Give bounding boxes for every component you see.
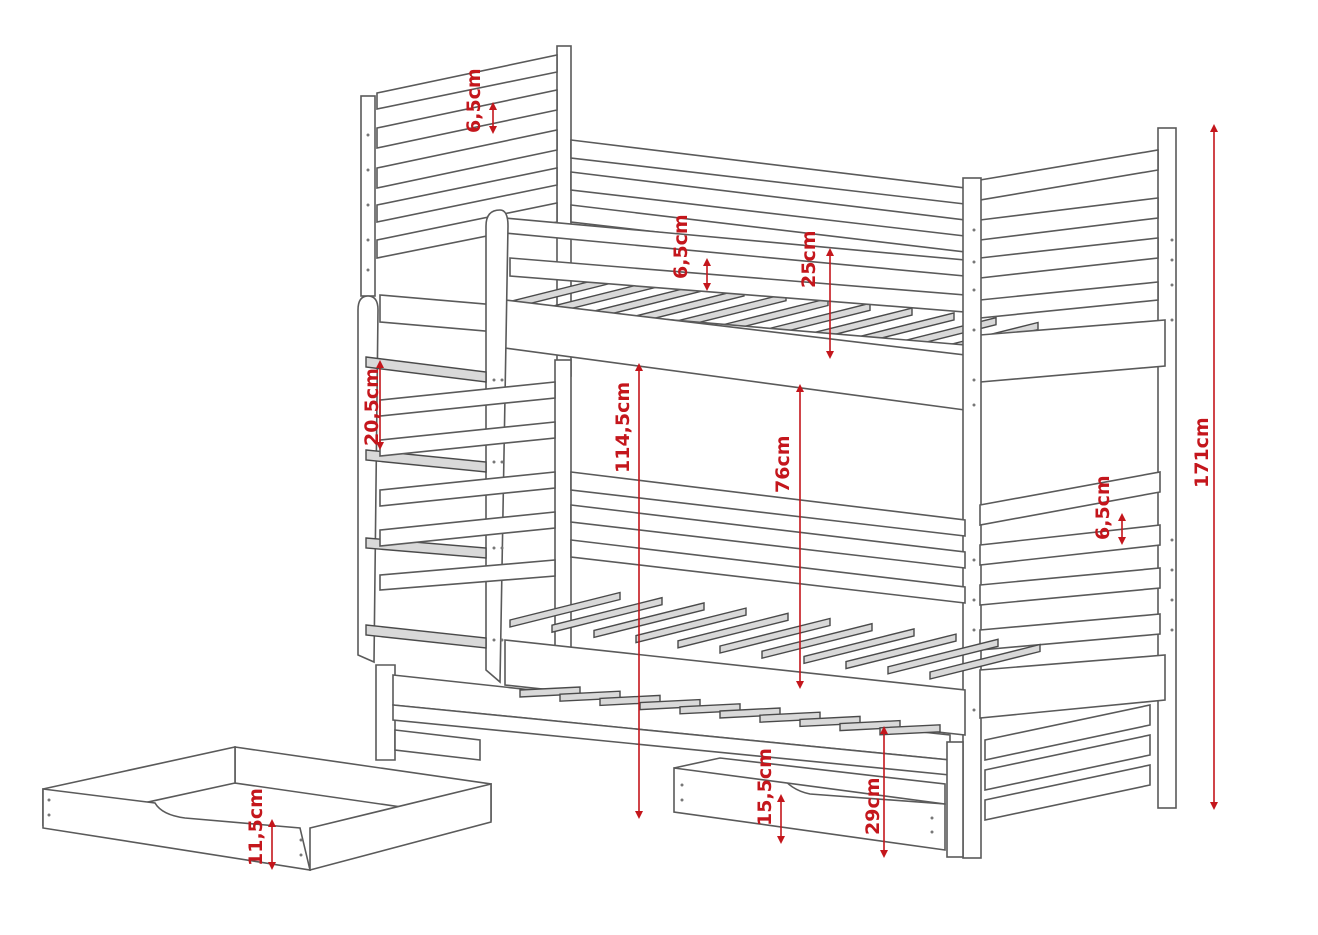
upper-bed-frame xyxy=(379,217,1166,411)
dim-floor-to-top-bed: 114,5cm xyxy=(612,363,643,819)
dim-label-drawer-right-height: 15,5cm xyxy=(754,748,776,826)
dim-label-trundle-height: 29cm xyxy=(862,777,884,835)
left-drawer xyxy=(42,746,492,872)
ladder xyxy=(357,209,509,684)
lower-bed-slats xyxy=(509,591,1041,680)
slat xyxy=(845,633,957,670)
dim-rail-height-right: 6,5cm xyxy=(1092,475,1126,545)
dim-label-drawer-left-height: 11,5cm xyxy=(245,788,267,866)
back-right-headboard xyxy=(979,127,1177,809)
dim-total-height: 171cm xyxy=(1191,124,1218,810)
dim-label-total-height: 171cm xyxy=(1191,417,1213,488)
trundle-slats xyxy=(519,686,941,736)
lower-bed-frame xyxy=(375,639,1166,761)
front-right-post xyxy=(962,177,982,859)
dim-label-between-beds: 76cm xyxy=(772,435,794,493)
dim-label-rail-height-top-slats: 6,5cm xyxy=(670,214,692,279)
lower-left-headboard xyxy=(379,359,572,681)
dim-drawer-left-height: 11,5cm xyxy=(245,788,276,870)
dim-rail-height-top-slats: 6,5cm xyxy=(670,214,711,291)
slat xyxy=(551,596,663,634)
slat xyxy=(761,622,873,660)
dim-rail-top-to-slat: 25cm xyxy=(798,230,834,359)
dim-label-rail-height-right: 6,5cm xyxy=(1092,475,1114,540)
slat xyxy=(803,628,915,665)
slat xyxy=(887,638,999,675)
dim-label-ladder-step-gap: 20,5cm xyxy=(361,368,383,446)
slat xyxy=(677,612,789,649)
dim-ladder-step-gap: 20,5cm xyxy=(361,360,384,450)
right-drawer xyxy=(673,757,946,851)
lower-back-rails xyxy=(570,471,966,604)
dim-rail-height-top-left: 6,5cm xyxy=(463,68,497,134)
lower-right-headboard xyxy=(979,471,1161,651)
slat xyxy=(509,591,621,628)
dim-drawer-right-height: 15,5cm xyxy=(754,748,785,844)
dim-label-rail-top-to-slat: 25cm xyxy=(798,230,820,288)
dim-trundle-height: 29cm xyxy=(862,726,888,858)
dimension-annotations: 6,5cm 6,5cm 25cm 20,5cm 114,5cm 76cm 6,5… xyxy=(245,68,1218,870)
dim-label-floor-to-top-bed: 114,5cm xyxy=(612,382,634,473)
slat xyxy=(929,643,1041,680)
dim-label-rail-height-top-left: 6,5cm xyxy=(463,68,485,133)
dim-between-beds: 76cm xyxy=(772,384,804,689)
slat xyxy=(593,602,705,639)
